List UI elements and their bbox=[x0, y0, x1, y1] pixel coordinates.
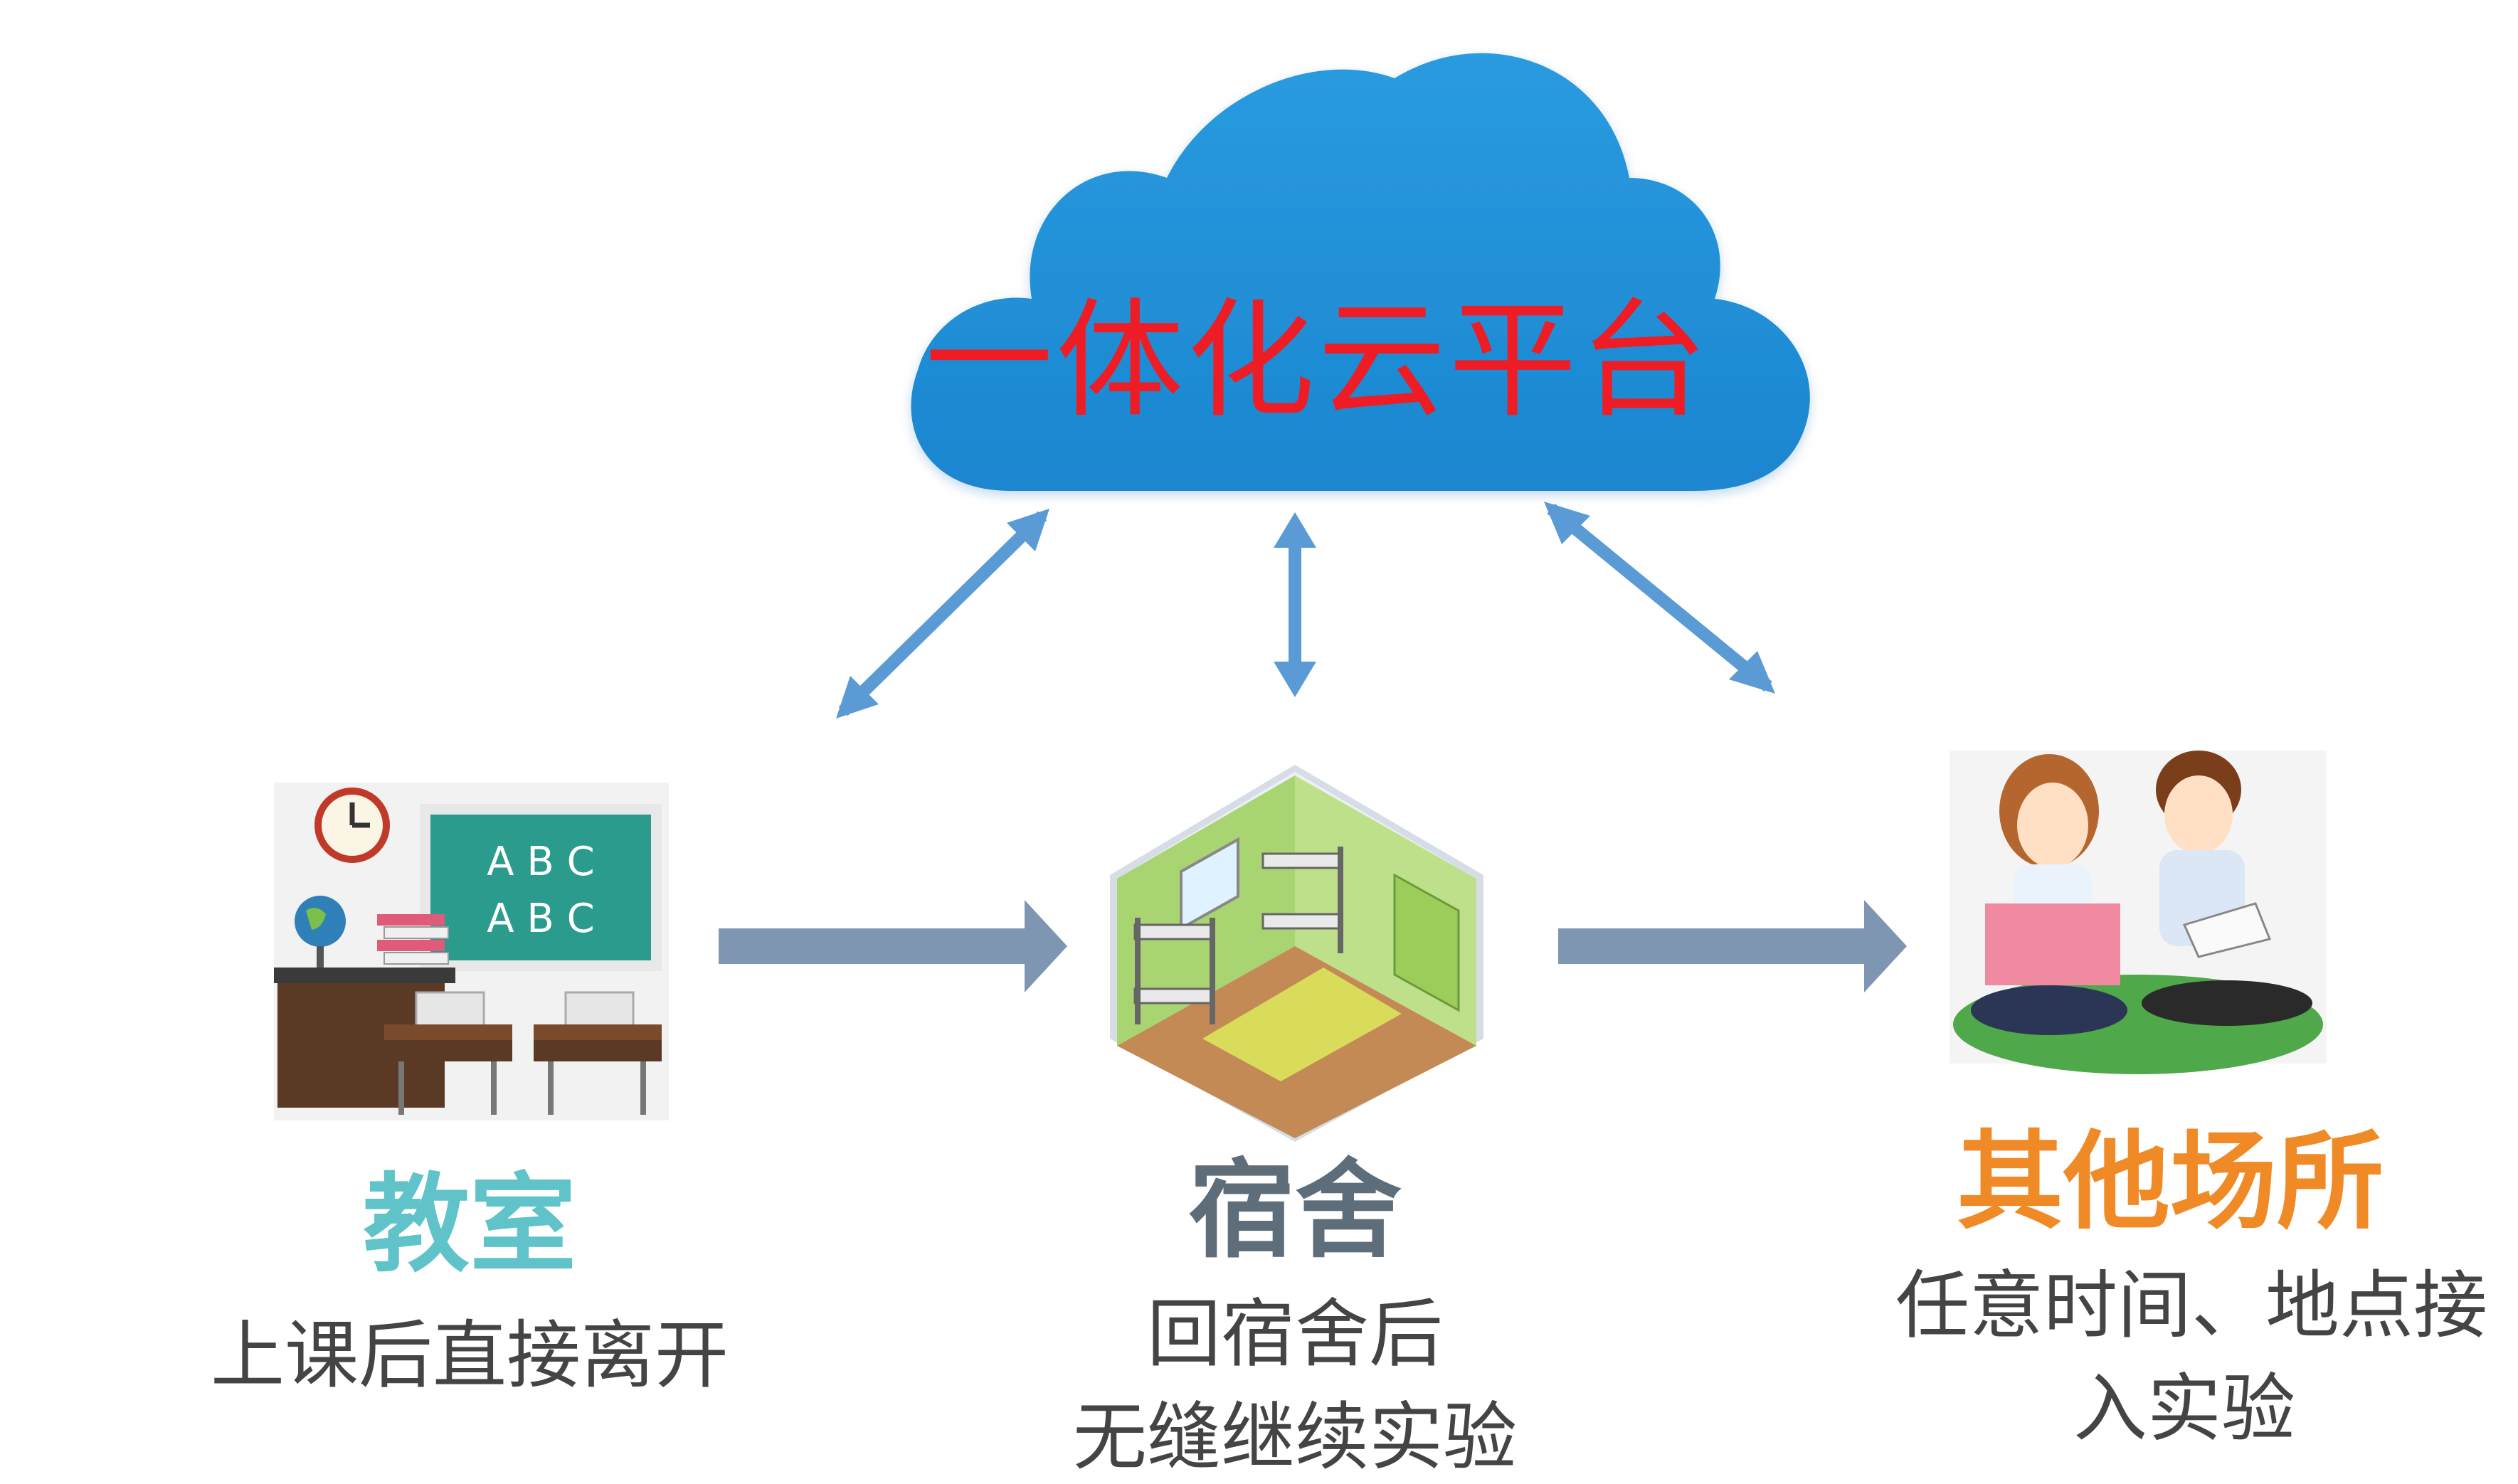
classroom-title: 教室 bbox=[362, 1163, 576, 1287]
students-reading-illustration bbox=[1950, 751, 2327, 1074]
dorm-title: 宿舍 bbox=[1187, 1149, 1402, 1273]
classroom-description: 上课后直接离开 bbox=[210, 1312, 729, 1399]
dorm-room-illustration bbox=[1110, 765, 1483, 1142]
link-arrow-center bbox=[1274, 512, 1316, 697]
dorm-description-line-1: 回宿舍后 bbox=[1146, 1290, 1443, 1377]
other-places-description-line-1: 任意时间、地点接 bbox=[1895, 1262, 2487, 1349]
flow-arrow-2 bbox=[1558, 900, 1907, 992]
blackboard-line-2: A B C bbox=[487, 896, 594, 942]
flow-arrow-1 bbox=[719, 900, 1067, 992]
link-arrow-left bbox=[836, 509, 1049, 719]
other-places-description-line-2: 入实验 bbox=[2073, 1365, 2295, 1452]
cloud-label: 一体化云平台 bbox=[925, 287, 1711, 435]
dorm-description-line-2: 无缝继续实验 bbox=[1072, 1394, 1517, 1480]
link-arrow-right bbox=[1544, 502, 1775, 694]
other-places-title: 其他场所 bbox=[1956, 1120, 2384, 1244]
classroom-illustration: A B C A B C bbox=[274, 783, 669, 1120]
cloud-icon bbox=[911, 53, 1810, 492]
blackboard-line-1: A B C bbox=[487, 839, 594, 885]
